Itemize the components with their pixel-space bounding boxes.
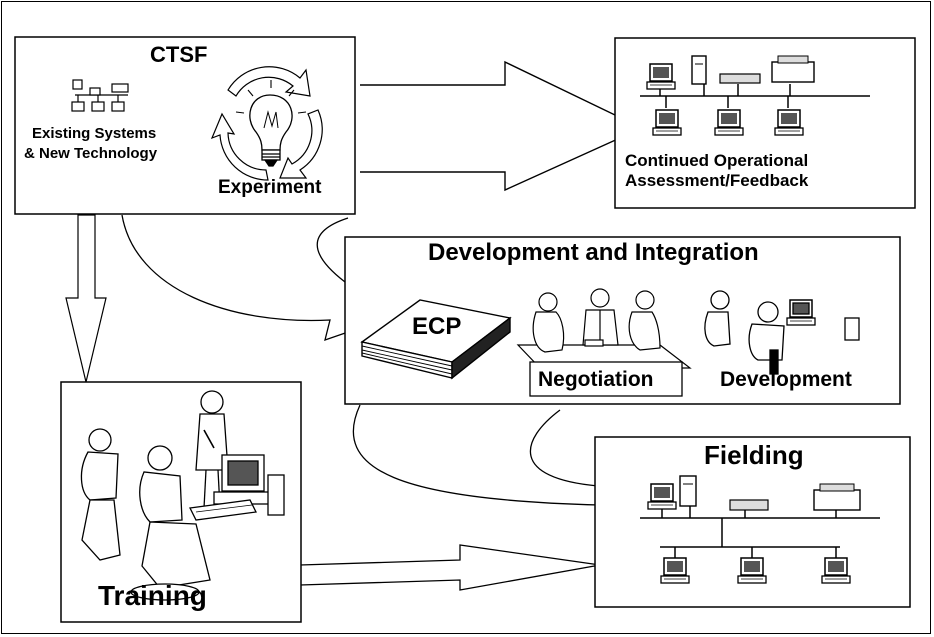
server-icon (691, 55, 707, 85)
arrow-ctsf-to-ecp (121, 214, 414, 342)
cycle-arrows-icon (210, 66, 323, 181)
ecp-label: ECP (412, 313, 462, 340)
fielding-label: Fielding (704, 440, 804, 470)
computer-icon (714, 109, 744, 136)
ctsf-box (14, 36, 356, 215)
server-icon (679, 475, 697, 507)
workstation-icon (189, 454, 285, 521)
computer-icon (737, 557, 767, 584)
network-icon (640, 505, 880, 558)
training-label: Training (98, 580, 207, 611)
hub-icon (729, 499, 769, 511)
development-title: Development and Integration (428, 239, 759, 266)
ctsf-title: CTSF (150, 42, 208, 67)
printer-icon (813, 483, 861, 511)
ctsf-subtitle-line2: & New Technology (24, 145, 158, 162)
book-icon (360, 299, 512, 380)
assessment-label-line1: Continued Operational (625, 151, 809, 170)
ctsf-subtitle-line1: Existing Systems (32, 125, 157, 142)
computer-icon (821, 557, 851, 584)
workstation-icon (704, 290, 860, 375)
arrow-ctsf-to-assessment (360, 60, 644, 192)
development-label: Development (720, 368, 852, 391)
computer-icon (647, 483, 677, 510)
computer-icon (646, 63, 676, 90)
negotiation-label-box (529, 361, 683, 397)
arrow-ctsf-to-training (65, 214, 107, 383)
lightbulb-icon (235, 80, 307, 167)
assessment-label-line2: Assessment/Feedback (625, 171, 809, 190)
computer-icon (774, 109, 804, 136)
printer-icon (771, 55, 815, 83)
computer-icon (652, 109, 682, 136)
network-icon (71, 79, 129, 112)
arrow-training-to-fielding (299, 544, 601, 591)
computer-icon (660, 557, 690, 584)
experiment-label: Experiment (218, 177, 322, 198)
trainee-icon (80, 428, 211, 601)
hub-icon (719, 73, 761, 84)
negotiation-label: Negotiation (538, 368, 654, 391)
